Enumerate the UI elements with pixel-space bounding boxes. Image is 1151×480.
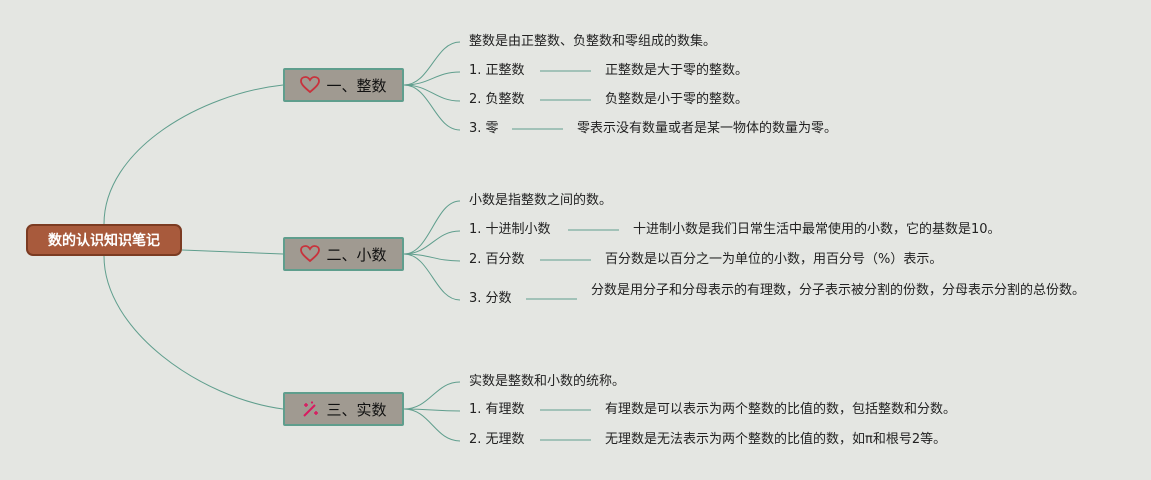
decimals-item-desc: 百分数是以百分之一为单位的小数，用百分号（%）表示。: [605, 252, 943, 267]
decimals-item-desc: 分数是用分子和分母表示的有理数，分子表示被分割的份数，分母表示分割的总份数。: [591, 283, 1086, 298]
integers-item-term: 1. 正整数: [469, 63, 525, 78]
integers-item-term: 3. 零: [469, 121, 499, 136]
heart-icon: [300, 245, 321, 263]
integers-item-desc: 正整数是大于零的整数。: [605, 63, 749, 78]
real-numbers-item-term: 1. 有理数: [469, 402, 525, 417]
branch-real-numbers[interactable]: 三、实数: [283, 392, 404, 426]
branch-decimals-intro: 小数是指整数之间的数。: [469, 193, 613, 208]
decimals-item-term: 2. 百分数: [469, 252, 525, 267]
integers-item-desc: 零表示没有数量或者是某一物体的数量为零。: [577, 121, 838, 136]
heart-icon: [300, 76, 321, 94]
decimals-item-term: 1. 十进制小数: [469, 222, 551, 237]
root-topic[interactable]: 数的认识知识笔记: [26, 224, 182, 256]
branch-label: 三、实数: [326, 400, 387, 419]
magic-wand-icon: [300, 400, 320, 418]
branch-real-numbers-intro: 实数是整数和小数的统称。: [469, 374, 626, 389]
integers-item-desc: 负整数是小于零的整数。: [605, 92, 749, 107]
decimals-item-term: 3. 分数: [469, 291, 512, 306]
branch-label: 二、小数: [326, 245, 387, 264]
integers-item-term: 2. 负整数: [469, 92, 525, 107]
root-topic-label: 数的认识知识笔记: [48, 233, 160, 249]
branch-integers-intro: 整数是由正整数、负整数和零组成的数集。: [469, 34, 717, 49]
real-numbers-item-desc: 无理数是无法表示为两个整数的比值的数，如π和根号2等。: [605, 432, 947, 447]
branch-decimals[interactable]: 二、小数: [283, 237, 404, 271]
branch-label: 一、整数: [326, 76, 387, 95]
real-numbers-item-desc: 有理数是可以表示为两个整数的比值的数，包括整数和分数。: [605, 402, 957, 417]
decimals-item-desc: 十进制小数是我们日常生活中最常使用的小数，它的基数是10。: [633, 222, 1001, 237]
real-numbers-item-term: 2. 无理数: [469, 432, 525, 447]
branch-integers[interactable]: 一、整数: [283, 68, 404, 102]
